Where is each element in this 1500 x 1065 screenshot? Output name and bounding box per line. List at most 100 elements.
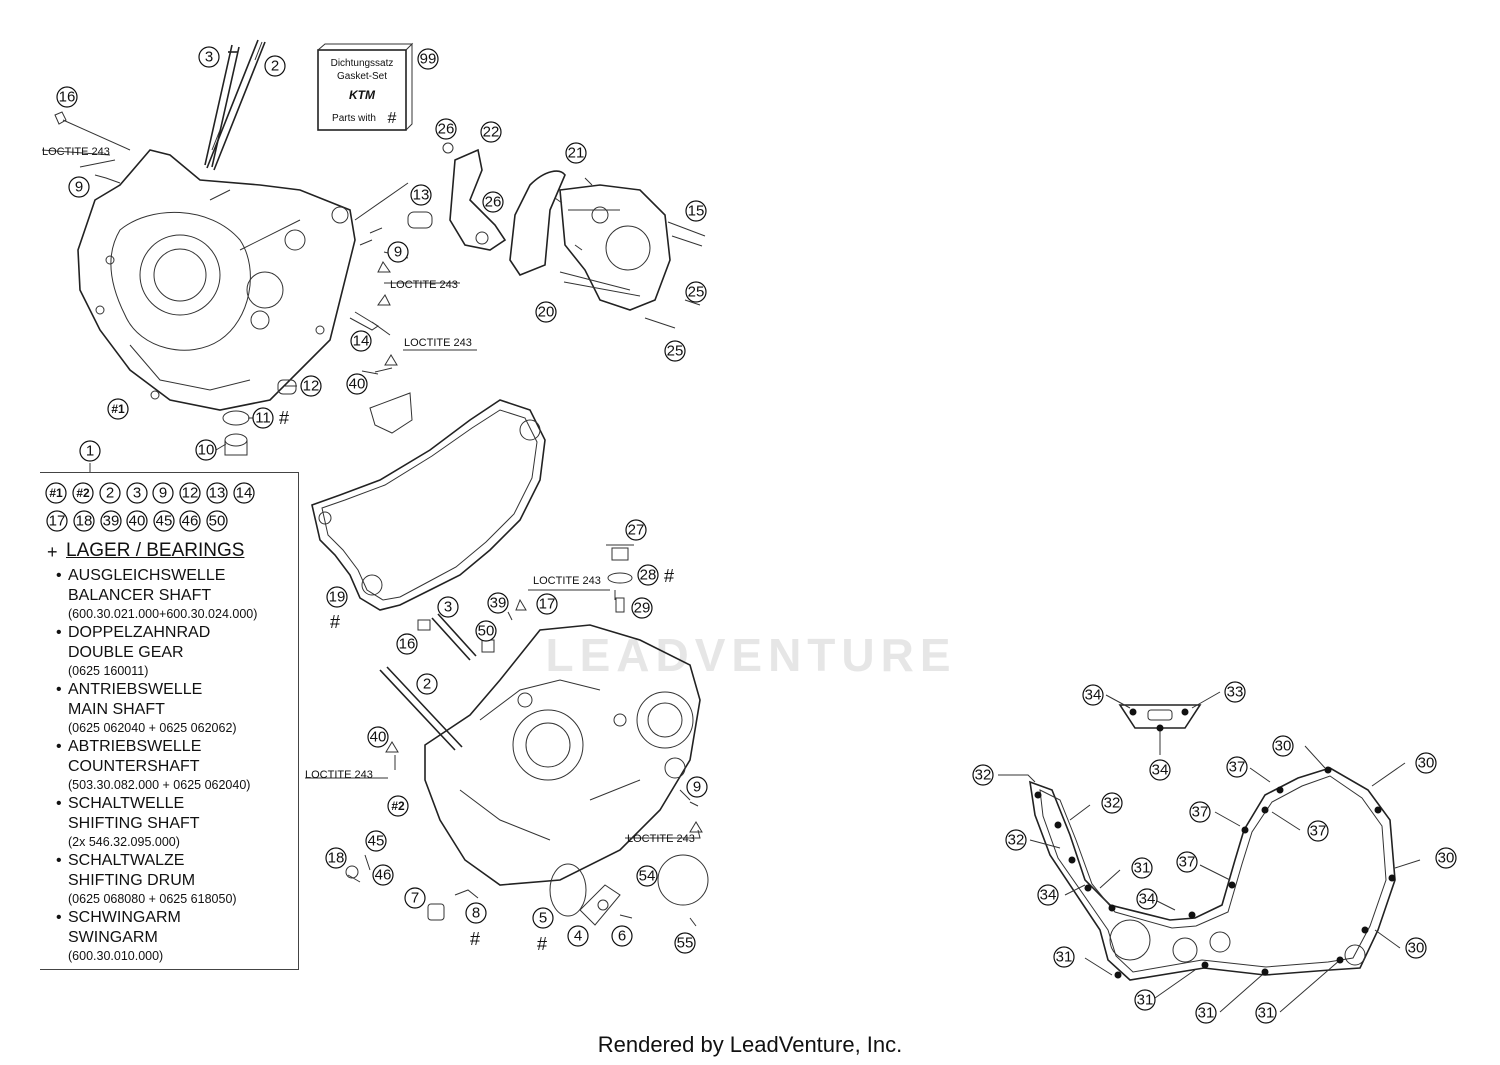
callout-6: 6 bbox=[611, 925, 633, 947]
callout-29: 29 bbox=[631, 597, 653, 619]
stud-bolts-top bbox=[204, 39, 266, 171]
legend-item-numbers: (0625 062040 + 0625 062062) bbox=[68, 721, 237, 735]
callout-37: 37 bbox=[1189, 801, 1211, 823]
svg-text:10: 10 bbox=[198, 442, 215, 459]
legend-callout: 45 bbox=[153, 510, 175, 532]
legend-callout: 17 bbox=[46, 510, 68, 532]
callout-14: 14 bbox=[350, 330, 372, 352]
legend-item-en: COUNTERSHAFT bbox=[68, 758, 200, 775]
callout-46: 46 bbox=[372, 864, 394, 886]
legend-title: LAGER / BEARINGS bbox=[66, 540, 245, 561]
callout-26: 26 bbox=[482, 191, 504, 213]
svg-text:31: 31 bbox=[1134, 860, 1151, 877]
callout-54: 54 bbox=[636, 865, 658, 887]
callout-50: 50 bbox=[475, 620, 497, 642]
callout-1-part: #1 bbox=[107, 398, 129, 420]
svg-text:34: 34 bbox=[1152, 762, 1169, 779]
svg-text:#2: #2 bbox=[391, 799, 405, 813]
callout-34: 34 bbox=[1037, 884, 1059, 906]
callout-55: 55 bbox=[674, 932, 696, 954]
hash-mark: # bbox=[470, 929, 480, 949]
svg-text:22: 22 bbox=[483, 124, 500, 141]
callout-31: 31 bbox=[1255, 1002, 1277, 1024]
watermark: LEADVENTURE bbox=[545, 629, 957, 681]
svg-text:37: 37 bbox=[1310, 823, 1327, 840]
callout-7: 7 bbox=[404, 887, 426, 909]
svg-text:28: 28 bbox=[640, 567, 657, 584]
svg-text:#1: #1 bbox=[49, 486, 63, 500]
callout-2: 2 bbox=[416, 673, 438, 695]
callout-8: 8 bbox=[465, 902, 487, 924]
legend-callout: 40 bbox=[126, 510, 148, 532]
callout-9: 9 bbox=[68, 176, 90, 198]
callout-32: 32 bbox=[1101, 792, 1123, 814]
callout-32: 32 bbox=[1005, 829, 1027, 851]
callout-25: 25 bbox=[685, 281, 707, 303]
svg-text:31: 31 bbox=[1137, 992, 1154, 1009]
crankcase-right-half bbox=[379, 613, 701, 886]
legend-item-en: SHIFTING DRUM bbox=[68, 872, 196, 889]
legend-callout: 18 bbox=[73, 510, 95, 532]
legend-item-numbers: (2x 546.32.095.000) bbox=[68, 835, 180, 849]
callout-21: 21 bbox=[565, 142, 587, 164]
callout-17: 17 bbox=[536, 593, 558, 615]
legend-title-prefix: + bbox=[47, 542, 58, 562]
legend-item-de: ANTRIEBSWELLE bbox=[68, 681, 203, 698]
svg-text:32: 32 bbox=[1104, 795, 1121, 812]
svg-text:16: 16 bbox=[399, 636, 416, 653]
gasket-set-line1: Dichtungssatz bbox=[331, 58, 394, 69]
callout-45: 45 bbox=[365, 830, 387, 852]
callout-30: 30 bbox=[1435, 847, 1457, 869]
svg-text:21: 21 bbox=[568, 145, 585, 162]
callout-2-part: #2 bbox=[387, 795, 409, 817]
svg-text:31: 31 bbox=[1198, 1005, 1215, 1022]
callout-9: 9 bbox=[387, 241, 409, 263]
legend-callout: 50 bbox=[206, 510, 228, 532]
callout-37: 37 bbox=[1176, 851, 1198, 873]
loctite-label: LOCTITE 243 bbox=[404, 337, 472, 349]
svg-text:8: 8 bbox=[472, 905, 480, 922]
svg-text:25: 25 bbox=[667, 343, 684, 360]
svg-text:46: 46 bbox=[182, 513, 199, 530]
svg-text:6: 6 bbox=[618, 928, 626, 945]
hash-mark: # bbox=[664, 566, 674, 586]
callout-34: 34 bbox=[1136, 888, 1158, 910]
callout-3: 3 bbox=[437, 596, 459, 618]
svg-text:#2: #2 bbox=[76, 486, 90, 500]
oil-pump-cover-assembly bbox=[442, 142, 706, 329]
legend-item-de: SCHWINGARM bbox=[68, 909, 181, 926]
callout-4: 4 bbox=[567, 925, 589, 947]
callout-37: 37 bbox=[1307, 820, 1329, 842]
svg-text:11: 11 bbox=[255, 410, 271, 427]
svg-text:9: 9 bbox=[159, 485, 167, 502]
callout-16: 16 bbox=[56, 86, 78, 108]
svg-text:7: 7 bbox=[411, 890, 419, 907]
svg-text:34: 34 bbox=[1085, 687, 1102, 704]
callout-32: 32 bbox=[972, 764, 994, 786]
callout-19: 19 bbox=[326, 586, 348, 608]
legend-item-en: BALANCER SHAFT bbox=[68, 587, 212, 604]
legend-callout-rows: #1 #2 2 3 9 12 13 14 17 18 39 40 45 46 5… bbox=[45, 482, 255, 532]
svg-text:3: 3 bbox=[444, 599, 452, 616]
svg-text:#1: #1 bbox=[111, 402, 125, 416]
callout-20: 20 bbox=[535, 301, 557, 323]
svg-text:12: 12 bbox=[303, 378, 320, 395]
callout-15: 15 bbox=[685, 200, 707, 222]
svg-text:27: 27 bbox=[628, 522, 645, 539]
legend-item-de: ABTRIEBSWELLE bbox=[68, 738, 202, 755]
legend-item-numbers: (600.30.010.000) bbox=[68, 949, 164, 963]
svg-text:2: 2 bbox=[106, 485, 114, 502]
svg-text:33: 33 bbox=[1227, 684, 1244, 701]
loctite-label: LOCTITE 243 bbox=[305, 769, 373, 781]
callout-39: 39 bbox=[487, 592, 509, 614]
svg-text:17: 17 bbox=[539, 596, 556, 613]
callout-31: 31 bbox=[1195, 1002, 1217, 1024]
svg-text:34: 34 bbox=[1040, 887, 1057, 904]
callout-34: 34 bbox=[1082, 684, 1104, 706]
svg-text:30: 30 bbox=[1275, 738, 1292, 755]
svg-text:37: 37 bbox=[1192, 804, 1209, 821]
svg-text:34: 34 bbox=[1139, 891, 1156, 908]
crankcase-left-half bbox=[77, 149, 356, 411]
loctite-label: LOCTITE 243 bbox=[627, 833, 695, 845]
hash-mark: # bbox=[330, 612, 340, 632]
